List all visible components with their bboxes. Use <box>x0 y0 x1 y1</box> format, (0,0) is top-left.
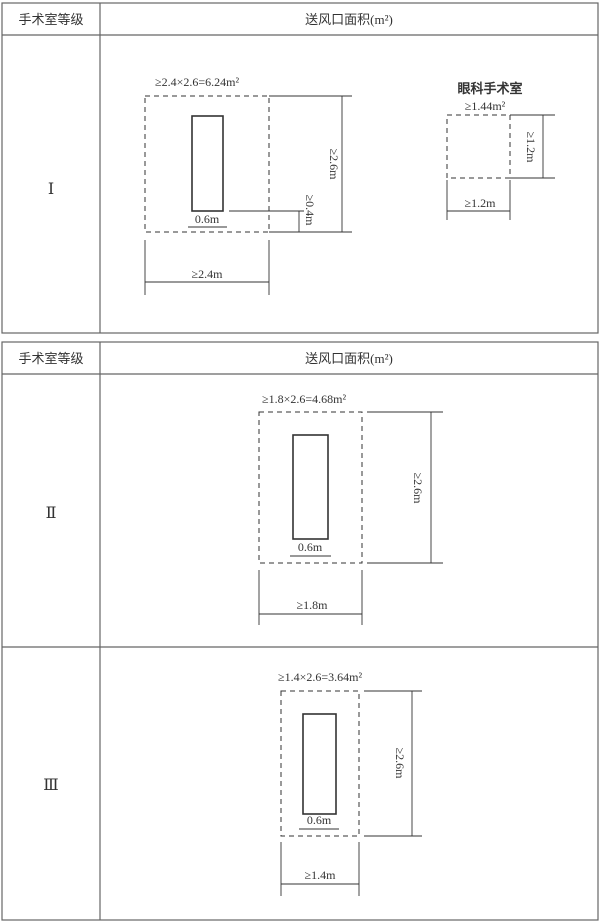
header-level: 手术室等级 <box>18 351 83 366</box>
diffuser-rect <box>302 713 337 815</box>
header-area: 送风口面积(m²) <box>305 351 393 366</box>
inner-width-label: 0.6m <box>307 813 332 827</box>
area-label: ≥1.4×2.6=3.64m² <box>278 670 362 684</box>
eye-surgery-diagram: 眼科手术室 ≥1.44m² ≥1.2m ≥1.2m <box>446 81 555 220</box>
width-label: ≥1.8m <box>297 598 329 612</box>
level-2-diagram: ≥1.8×2.6=4.68m² ≥2.6m 0.6m ≥1.8m <box>258 392 443 625</box>
eye-outlet-outline <box>446 114 511 179</box>
outlet-area-outline <box>144 95 270 233</box>
main-outlet-diagram: ≥2.4×2.6=6.24m² ≥2.6m ≥0.4m 0.6m ≥2.4m <box>144 75 352 295</box>
table-level-1: 手术室等级 送风口面积(m²) Ⅰ ≥2.4×2.6=6.24m² ≥2.6m … <box>1 2 599 334</box>
width-label: ≥1.4m <box>305 868 337 882</box>
table-border <box>1 2 599 334</box>
height-label: ≥2.6m <box>327 149 341 181</box>
area-label: ≥2.4×2.6=6.24m² <box>155 75 239 89</box>
level-3-diagram: ≥1.4×2.6=3.64m² ≥2.6m 0.6m ≥1.4m <box>278 670 422 896</box>
area-label: ≥1.8×2.6=4.68m² <box>262 392 346 406</box>
diffuser-rect <box>292 434 329 540</box>
level-label: Ⅰ <box>48 181 54 198</box>
eye-title: 眼科手术室 <box>457 81 522 96</box>
offset-label: ≥0.4m <box>303 195 317 227</box>
header-area: 送风口面积(m²) <box>305 12 393 27</box>
table-level-2-3: 手术室等级 送风口面积(m²) Ⅱ ≥1.8×2.6=4.68m² ≥2.6m … <box>1 341 599 921</box>
eye-height-label: ≥1.2m <box>524 132 538 164</box>
eye-width-label: ≥1.2m <box>465 196 497 210</box>
inner-width-label: 0.6m <box>195 212 220 226</box>
inner-width-label: 0.6m <box>298 540 323 554</box>
table-border <box>1 341 599 921</box>
height-label: ≥2.6m <box>393 748 407 780</box>
header-level: 手术室等级 <box>18 12 83 27</box>
level-label: Ⅲ <box>43 777 58 794</box>
height-label: ≥2.6m <box>411 473 425 505</box>
eye-area-label: ≥1.44m² <box>465 99 506 113</box>
diffuser-rect <box>191 115 224 212</box>
level-label: Ⅱ <box>46 505 57 522</box>
width-label: ≥2.4m <box>192 267 224 281</box>
